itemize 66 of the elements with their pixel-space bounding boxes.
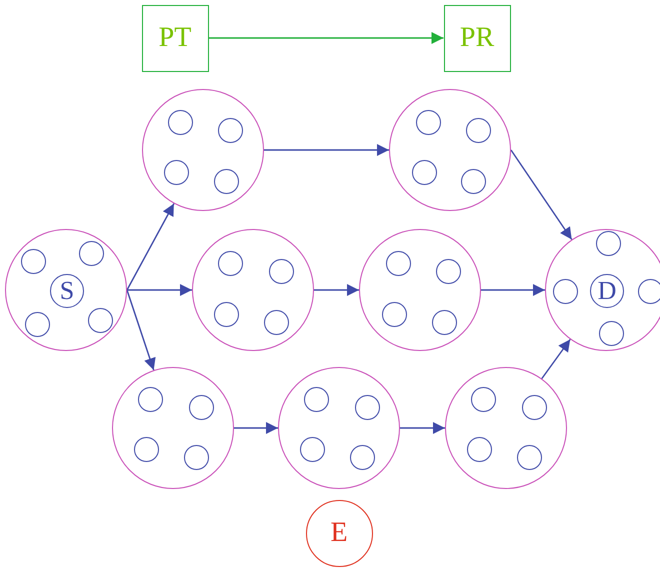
small-circle — [522, 394, 546, 420]
arrow — [510, 150, 572, 240]
cluster-circle — [389, 89, 511, 211]
small-circle — [214, 168, 238, 194]
arrow — [234, 422, 278, 434]
small-circle — [382, 302, 406, 326]
small-circle — [184, 444, 208, 470]
arrow — [126, 203, 175, 290]
small-circle — [354, 394, 380, 420]
small-circle — [88, 308, 112, 332]
cluster-circle — [545, 229, 660, 351]
node-label: D — [598, 278, 616, 304]
node-label: PR — [460, 24, 494, 52]
cluster-circle — [5, 229, 127, 351]
small-circle — [78, 240, 104, 266]
arrow — [208, 32, 444, 44]
small-circle — [598, 320, 624, 346]
small-circle — [218, 118, 242, 142]
cluster-circle — [445, 367, 567, 489]
arrow — [481, 284, 545, 296]
cluster-circle — [359, 229, 481, 351]
small-circle — [304, 386, 328, 412]
arrow — [126, 290, 156, 370]
cluster-circle — [142, 89, 264, 211]
node-circle — [306, 500, 372, 566]
small-circle — [134, 436, 158, 462]
arrow — [264, 144, 389, 156]
small-circle — [638, 278, 660, 304]
node-label: PT — [158, 24, 192, 52]
arrow — [400, 422, 445, 434]
cluster-circle — [192, 229, 314, 351]
small-circle — [412, 160, 436, 184]
node-label: E — [330, 519, 348, 547]
small-circle — [268, 258, 294, 284]
small-circle — [552, 278, 578, 304]
small-circle — [516, 444, 542, 470]
arrow — [541, 338, 571, 380]
small-circle — [460, 168, 486, 194]
node-label: S — [60, 278, 74, 304]
small-circle — [466, 436, 492, 462]
cluster-circle — [112, 367, 234, 489]
label-box — [444, 4, 510, 72]
small-circle — [470, 386, 496, 412]
small-circle — [188, 394, 214, 420]
node-circle — [590, 274, 624, 308]
small-circle — [20, 248, 46, 274]
label-box — [142, 4, 208, 72]
small-circle — [350, 444, 374, 470]
arrow — [127, 284, 192, 296]
small-circle — [300, 436, 324, 462]
small-circle — [164, 160, 188, 184]
arrow — [314, 284, 359, 296]
small-circle — [24, 312, 50, 336]
small-circle — [386, 250, 410, 276]
small-circle — [432, 310, 456, 334]
cluster-circle — [278, 367, 400, 489]
small-circle — [436, 258, 460, 284]
small-circle — [466, 118, 490, 142]
small-circle — [138, 386, 162, 412]
node-circle — [50, 274, 84, 308]
small-circle — [264, 310, 288, 334]
small-circle — [214, 302, 238, 326]
small-circle — [596, 230, 620, 256]
small-circle — [168, 110, 192, 134]
small-circle — [416, 110, 440, 134]
small-circle — [218, 250, 242, 276]
